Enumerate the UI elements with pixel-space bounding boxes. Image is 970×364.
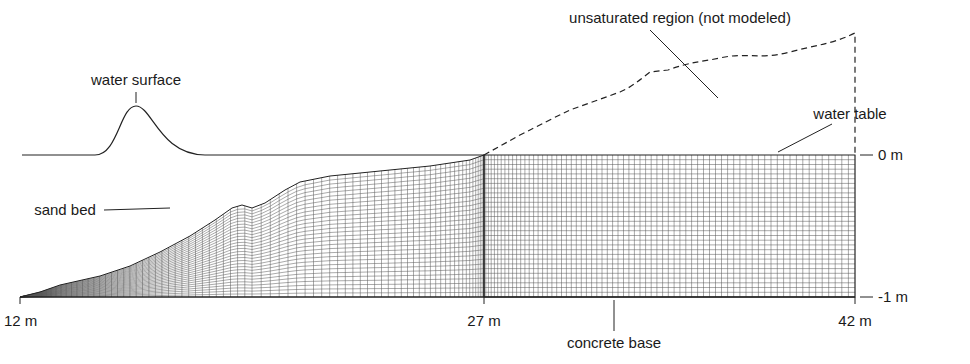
annotation-label: sand bed: [34, 201, 96, 219]
annotation-label: 12 m: [4, 312, 37, 330]
distance-tick: [484, 297, 485, 304]
depth-tick: [860, 155, 873, 156]
annotation-label: water table: [813, 105, 886, 123]
leader-line: [614, 300, 615, 331]
leader-line: [104, 208, 170, 210]
annotation-label: -1 m: [878, 288, 908, 306]
leader-line: [136, 92, 137, 103]
annotation-label: 42 m: [838, 312, 871, 330]
distance-tick: [855, 297, 856, 304]
annotation-label: 0 m: [878, 146, 903, 164]
leader-line: [650, 30, 718, 98]
annotation-label: unsaturated region (not modeled): [569, 9, 791, 27]
annotation-label: concrete base: [567, 334, 661, 352]
annotation-label: 27 m: [467, 312, 500, 330]
mesh-grid: [20, 155, 855, 297]
concrete-base-line: [20, 296, 855, 298]
annotation-label: water surface: [91, 71, 181, 89]
sand-bed-outline: [20, 155, 484, 297]
distance-tick: [20, 297, 21, 304]
saturated-region-border: [484, 155, 855, 297]
water-surface-line: [22, 106, 484, 155]
leader-line: [778, 124, 832, 152]
unsaturated-boundary: [484, 33, 855, 155]
depth-tick: [860, 297, 873, 298]
